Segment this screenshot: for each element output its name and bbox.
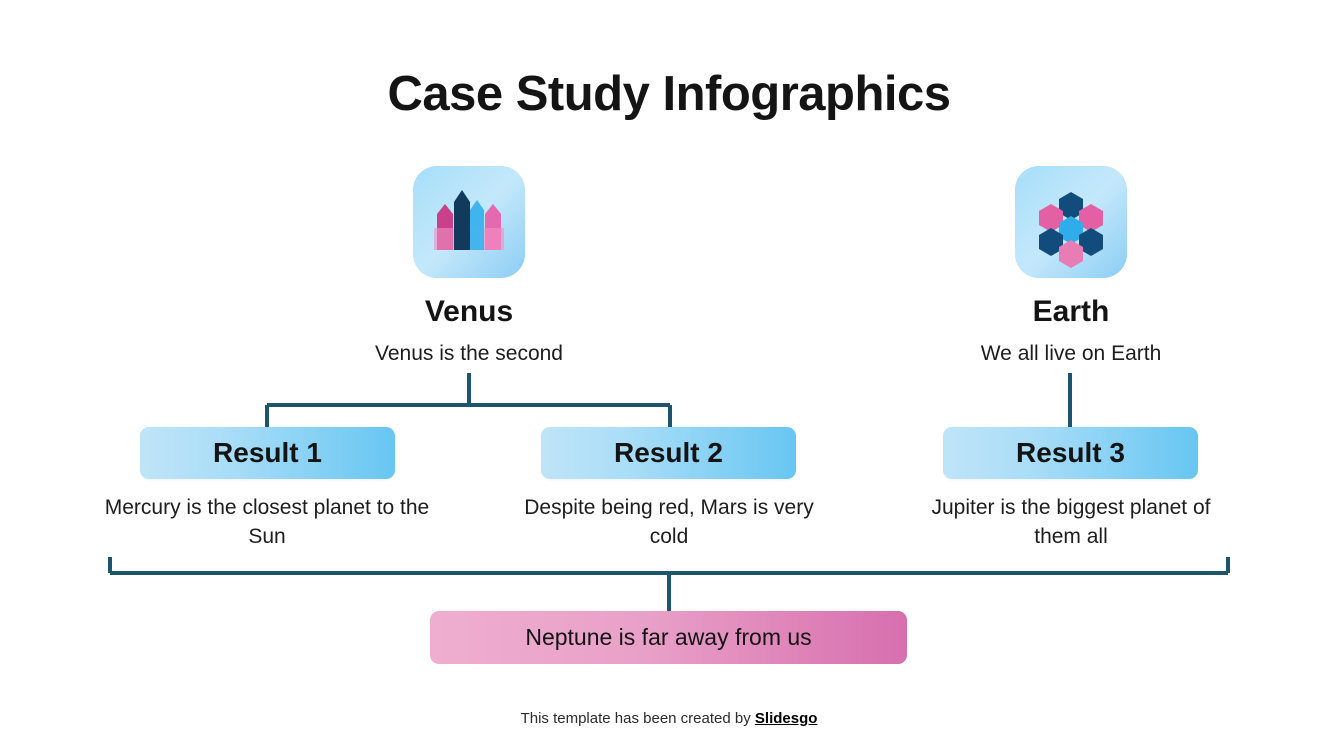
branch-venus: Venus Venus is the second [289, 166, 649, 366]
result-2-caption: Despite being red, Mars is very cold [524, 496, 814, 548]
result-3-caption: Jupiter is the biggest planet of them al… [931, 496, 1211, 548]
hexagons-icon [1015, 166, 1127, 278]
branch-earth: Earth We all live on Earth [891, 166, 1251, 366]
summary-bar[interactable]: Neptune is far away from us [430, 611, 907, 664]
branch-subtitle: We all live on Earth [980, 341, 1162, 365]
branch-title: Venus [424, 295, 514, 328]
branch-subtitle: Venus is the second [375, 341, 563, 365]
branch-title: Earth [1032, 295, 1110, 328]
footer-credit: This template has been created by Slides… [0, 710, 1338, 727]
result-1-button[interactable]: Result 1 [140, 427, 395, 479]
page-title: Case Study Infographics [387, 67, 951, 121]
buildings-icon [413, 166, 525, 278]
slidesgo-link[interactable]: Slidesgo [754, 710, 818, 727]
result-2-button[interactable]: Result 2 [541, 427, 796, 479]
footer-text: This template has been created by [520, 710, 755, 727]
result-1-caption: Mercury is the closest planet to the Sun [104, 496, 430, 548]
result-3-button[interactable]: Result 3 [943, 427, 1198, 479]
